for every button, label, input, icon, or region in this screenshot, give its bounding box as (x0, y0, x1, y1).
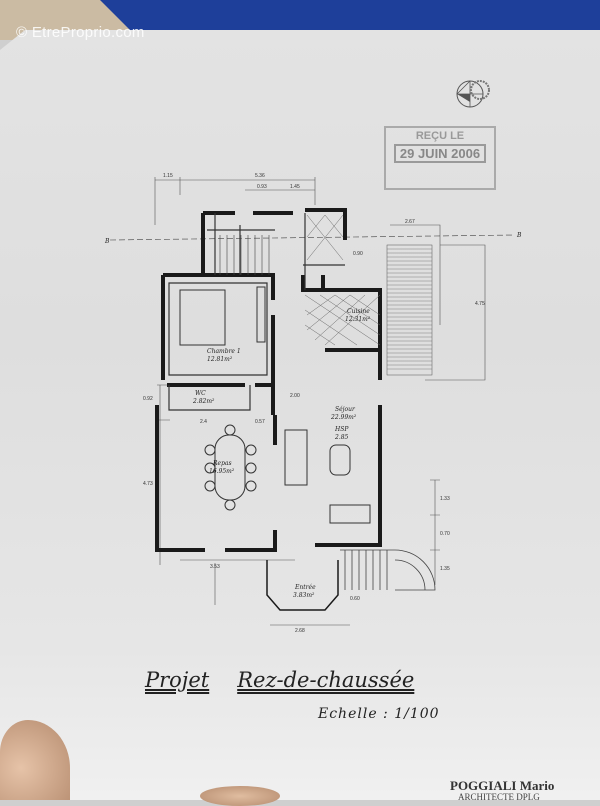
dim-top-mid-a: 0.93 (257, 184, 267, 190)
watermark: © EtreProprio.com (16, 24, 145, 41)
dim-right-a: 1.33 (440, 496, 450, 502)
dim-right-c: 1.35 (440, 566, 450, 572)
section-marker-left: B (104, 238, 110, 245)
watermark-text: EtreProprio.com (31, 24, 145, 41)
hsp-label: HSP (334, 426, 349, 433)
dim-terrace-depth: 4.75 (475, 301, 485, 307)
scale-label: Echelle : 1/100 (318, 706, 440, 722)
title-word-projet: Projet (145, 668, 210, 692)
dim-sejour-height: 4.73 (143, 481, 153, 487)
room-area-cuisine: 12.31m² (345, 316, 371, 323)
dim-top-left: 1.15 (163, 173, 173, 179)
architect-logo-icon (456, 80, 490, 108)
room-area-chambre: 12.81m² (207, 356, 233, 363)
floor-plan: Chambre 1 12.81m² Cuisine 12.31m² Séjour… (104, 173, 522, 634)
received-stamp: REÇU LE 29 JUIN 2006 (384, 126, 496, 190)
architect-title: ARCHITECTE DPLG (458, 792, 540, 802)
dim-entree-width: 2.68 (295, 628, 305, 634)
room-label-repas: Repas (212, 460, 232, 467)
section-marker-right: B (516, 232, 522, 239)
room-label-entree: Entrée (294, 584, 316, 591)
room-area-wc: 2.82m² (192, 398, 215, 405)
dim-top-mid-b: 1.45 (290, 184, 300, 190)
room-label-sejour: Séjour (335, 406, 356, 413)
dim-bottom-left: 3.53 (210, 564, 220, 570)
architect-name: POGGIALI Mario (450, 778, 555, 793)
dim-wc-height: 0.92 (143, 396, 153, 402)
scale-text: Echelle (318, 706, 378, 722)
room-area-sejour: 22.99m² (330, 414, 357, 421)
room-area-repas: 16.95m² (209, 468, 235, 475)
room-label-wc: WC (195, 390, 206, 397)
dim-repas-b: 0.57 (255, 419, 265, 425)
scale-value: 1/100 (394, 706, 440, 722)
stamp-label: REÇU LE (415, 130, 465, 142)
dim-right-b: 0.70 (440, 531, 450, 537)
room-label-cuisine: Cuisine (347, 308, 370, 315)
dim-hall-width: 2.00 (290, 393, 300, 399)
plan-sheet (0, 30, 600, 800)
dim-shower: 0.90 (353, 251, 363, 257)
dim-entree-depth: 0.60 (350, 596, 360, 602)
title-word-level: Rez-de-chaussée (237, 668, 415, 692)
stamp-date: 29 JUIN 2006 (394, 144, 486, 163)
finger (200, 786, 280, 806)
room-area-entree: 3.83m² (293, 592, 315, 599)
room-label-chambre: Chambre 1 (207, 348, 241, 355)
hsp-value: 2.85 (334, 434, 349, 441)
plan-title: Projet Rez-de-chaussée (145, 668, 442, 692)
dim-repas-a: 2.4 (200, 419, 207, 425)
dim-top-total: 5.36 (255, 173, 265, 179)
dim-terrace-width: 2.67 (405, 219, 415, 225)
